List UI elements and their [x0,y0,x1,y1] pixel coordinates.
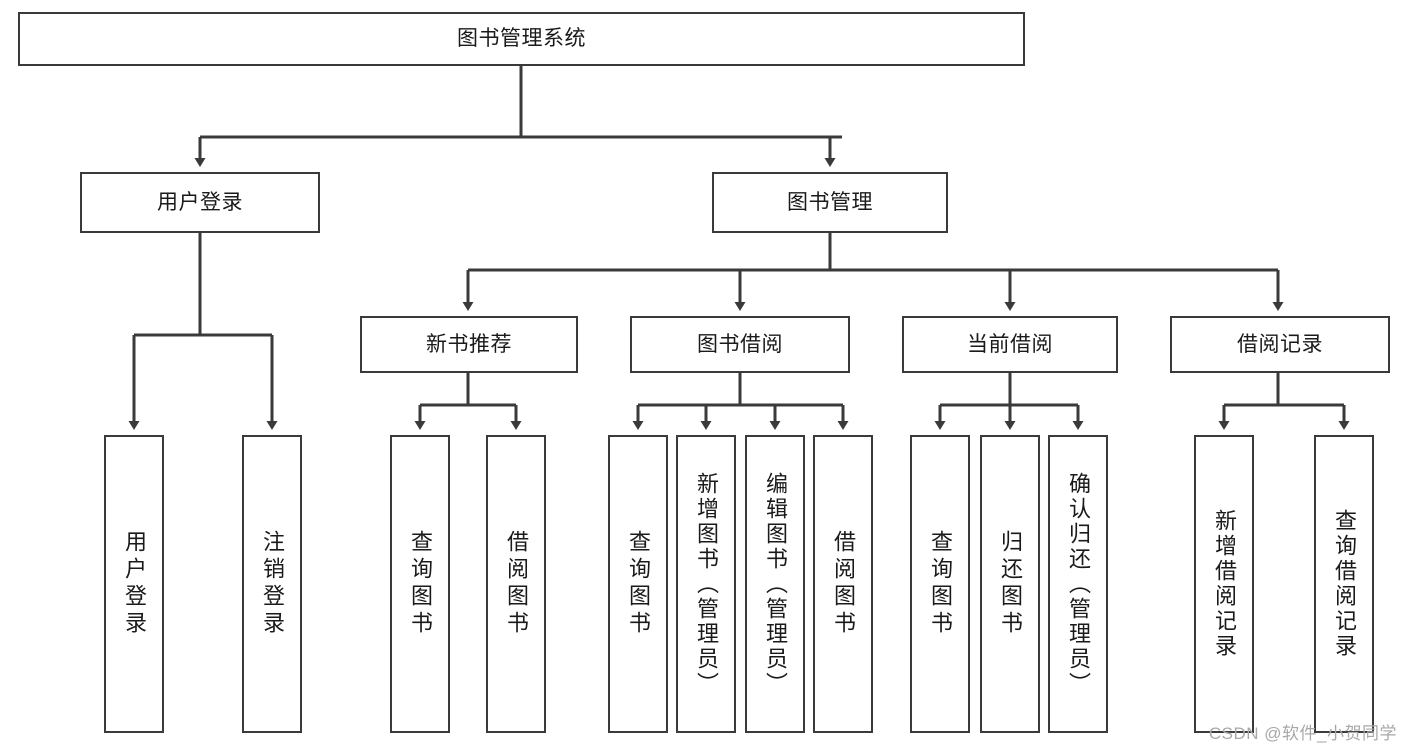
leaf-user-login-label: 用户登录 [122,530,147,638]
leaf-borrow-book-1[interactable]: 借阅图书 [486,435,546,733]
leaf-user-login[interactable]: 用户登录 [104,435,164,733]
node-user-login[interactable]: 用户登录 [80,172,320,233]
csdn-watermark: CSDN @软件_小贺同学 [1208,724,1397,743]
node-new-book-recommend[interactable]: 新书推荐 [360,316,578,373]
leaf-query-book-1-label: 查询图书 [408,530,433,638]
leaf-logout-label: 注销登录 [260,530,285,638]
node-root[interactable]: 图书管理系统 [18,12,1025,66]
leaf-return-book[interactable]: 归还图书 [980,435,1040,733]
leaf-borrow-book-2-label: 借阅图书 [831,530,856,638]
node-borrow-record[interactable]: 借阅记录 [1170,316,1390,373]
node-book-management[interactable]: 图书管理 [712,172,948,233]
leaf-confirm-return[interactable]: 确认归还（管理员） [1048,435,1108,733]
leaf-add-book[interactable]: 新增图书（管理员） [676,435,736,733]
node-book-borrow-label: 图书借阅 [697,332,783,356]
node-borrow-record-label: 借阅记录 [1237,332,1323,356]
leaf-edit-book-label: 编辑图书（管理员） [763,471,788,697]
leaf-confirm-return-label: 确认归还（管理员） [1066,471,1091,697]
leaf-query-book-2-label: 查询图书 [626,530,651,638]
leaf-query-record-label: 查询借阅记录 [1332,509,1357,659]
leaf-logout[interactable]: 注销登录 [242,435,302,733]
leaf-query-book-1[interactable]: 查询图书 [390,435,450,733]
node-book-management-label: 图书管理 [787,190,873,214]
node-book-borrow[interactable]: 图书借阅 [630,316,850,373]
leaf-query-book-2[interactable]: 查询图书 [608,435,668,733]
leaf-edit-book[interactable]: 编辑图书（管理员） [745,435,805,733]
leaf-add-record-label: 新增借阅记录 [1212,509,1237,659]
node-root-label: 图书管理系统 [457,27,586,51]
node-new-book-recommend-label: 新书推荐 [426,332,512,356]
leaf-query-record[interactable]: 查询借阅记录 [1314,435,1374,733]
node-current-borrow[interactable]: 当前借阅 [902,316,1118,373]
node-user-login-label: 用户登录 [157,190,243,214]
leaf-borrow-book-1-label: 借阅图书 [504,530,529,638]
leaf-return-book-label: 归还图书 [998,530,1023,638]
leaf-query-book-3-label: 查询图书 [928,530,953,638]
node-current-borrow-label: 当前借阅 [967,332,1053,356]
leaf-borrow-book-2[interactable]: 借阅图书 [813,435,873,733]
leaf-add-record[interactable]: 新增借阅记录 [1194,435,1254,733]
leaf-add-book-label: 新增图书（管理员） [694,471,719,697]
leaf-query-book-3[interactable]: 查询图书 [910,435,970,733]
